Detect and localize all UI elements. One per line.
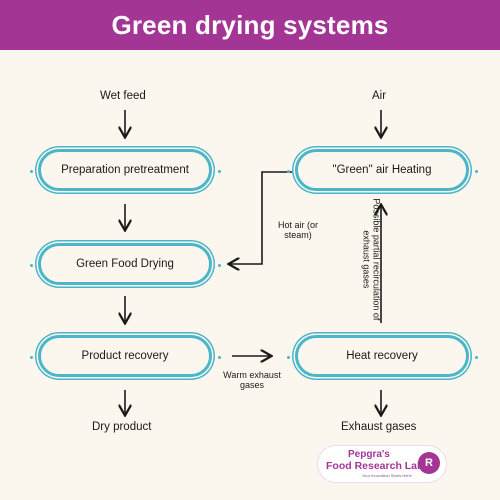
- node-dot: [30, 170, 33, 173]
- edge-label-hot-air: Hot air (or steam): [277, 220, 318, 241]
- page-title: Green drying systems: [111, 9, 389, 40]
- node-dot: [30, 264, 33, 267]
- node-dot: [218, 170, 221, 173]
- node-preparation-label: Preparation pretreatment: [61, 164, 189, 176]
- node-drying-label: Green Food Drying: [76, 258, 174, 270]
- node-heat-recovery-label: Heat recovery: [346, 350, 418, 362]
- terminal-air: Air: [372, 90, 387, 102]
- node-dot: [218, 356, 221, 359]
- node-heat-recovery: Heat recovery: [295, 335, 469, 377]
- arrow-heating-to-drying: [230, 171, 292, 264]
- terminal-exhaust-gases: Exhaust gases: [341, 421, 417, 433]
- brand-logo: Pepgra's Food Research Lab Your Innovati…: [318, 446, 446, 482]
- node-air-heating: "Green" air Heating: [295, 149, 469, 191]
- node-dot: [475, 170, 478, 173]
- node-product-recovery-label: Product recovery: [81, 350, 169, 362]
- terminal-dry-product: Dry product: [92, 421, 152, 433]
- node-air-heating-label: "Green" air Heating: [332, 164, 432, 176]
- node-drying: Green Food Drying: [38, 243, 212, 285]
- node-dot: [287, 356, 290, 359]
- edge-label-warm-exhaust: Warm exhaust gases: [223, 370, 281, 391]
- title-banner: Green drying systems: [0, 0, 500, 50]
- terminal-wet-feed: Wet feed: [100, 90, 146, 102]
- logo-text-brand: Pepgra's: [348, 449, 390, 460]
- logo-text-lab: Food Research Lab: [326, 460, 424, 472]
- logo-tagline: Your Innovation Starts Here!: [362, 473, 413, 478]
- node-product-recovery: Product recovery: [38, 335, 212, 377]
- node-dot: [30, 356, 33, 359]
- node-dot: [475, 356, 478, 359]
- node-dot: [218, 264, 221, 267]
- logo-mark-icon: R: [418, 452, 440, 474]
- node-dot: [287, 170, 290, 173]
- edge-label-recirculation: Possible partial recirculation of exhaus…: [361, 198, 382, 321]
- node-preparation: Preparation pretreatment: [38, 149, 212, 191]
